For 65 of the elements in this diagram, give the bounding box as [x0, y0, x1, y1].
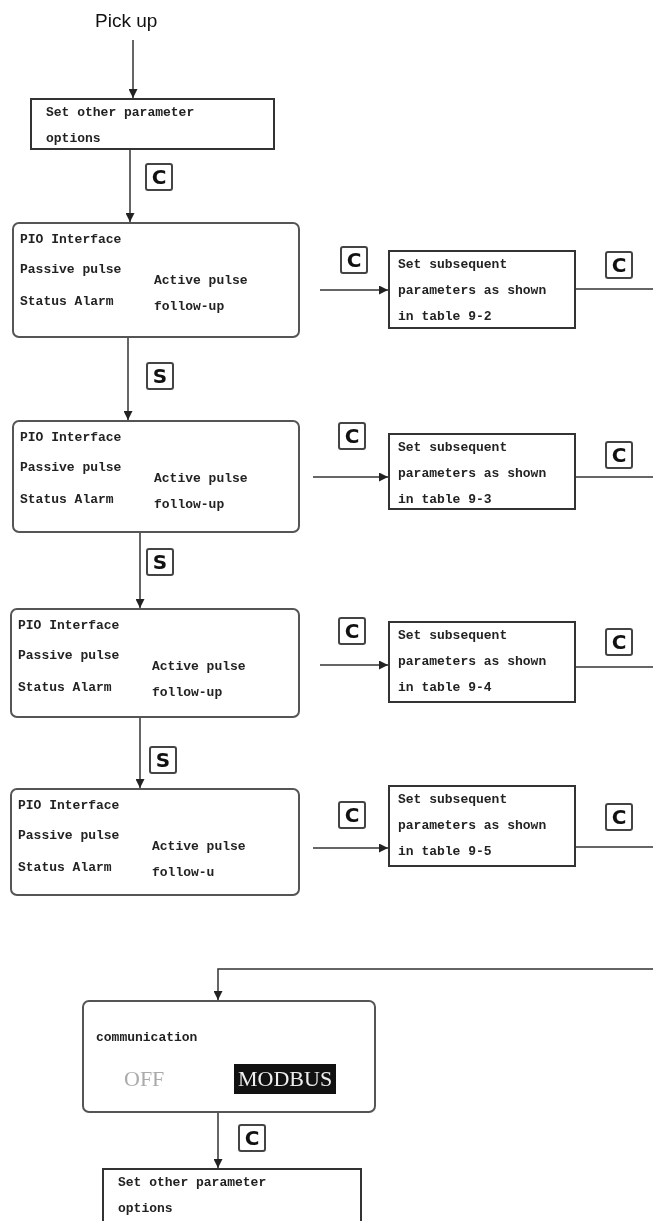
arrow: [135, 532, 145, 609]
menu-option: PIO Interface: [18, 618, 120, 633]
menu-option: Status Alarm: [20, 294, 114, 309]
menu-option: Status Alarm: [18, 680, 112, 695]
menu-option: PIO Interface: [20, 430, 122, 445]
key-label: C: [605, 803, 633, 831]
display-screen-box: [10, 788, 300, 896]
process-box: [30, 98, 275, 150]
box-text: Set subsequent parameters as shown in table 9-3: [398, 439, 548, 509]
key-label: C: [338, 801, 366, 829]
menu-option: Passive pulse: [18, 648, 120, 663]
box-text: Set subsequent parameters as shown in table 9-5: [398, 791, 548, 861]
connector-line: [575, 288, 653, 290]
menu-option: OFF: [124, 1066, 165, 1092]
key-label: C: [340, 246, 368, 274]
menu-option: Passive pulse: [18, 828, 120, 843]
key-label: S: [149, 746, 177, 774]
process-box: [388, 785, 576, 867]
menu-option: Passive pulse: [20, 262, 122, 277]
key-label: C: [338, 422, 366, 450]
key-label: C: [145, 163, 173, 191]
box-text: Set other parameter options: [118, 1174, 268, 1218]
arrow: [213, 1112, 223, 1169]
box-text: Set subsequent parameters as shown in table 9-4: [398, 627, 548, 697]
start-label: Pick up: [95, 10, 158, 32]
connector-line: [575, 476, 653, 478]
menu-option: Active pulse follow-up: [154, 268, 274, 320]
menu-option: Passive pulse: [20, 460, 122, 475]
process-box: [388, 250, 576, 329]
connector-line: [575, 666, 653, 668]
menu-title: communication: [96, 1030, 198, 1045]
key-label: C: [338, 617, 366, 645]
menu-option: Status Alarm: [18, 860, 112, 875]
key-label: C: [605, 251, 633, 279]
menu-option: Status Alarm: [20, 492, 114, 507]
key-label: S: [146, 362, 174, 390]
process-box: [102, 1168, 362, 1221]
arrow: [123, 337, 133, 421]
key-label: C: [238, 1124, 266, 1152]
display-screen-box: [12, 420, 300, 533]
arrow: [135, 717, 145, 789]
display-screen-box: [12, 222, 300, 338]
box-text: Set subsequent parameters as shown in table 9-2: [398, 256, 548, 326]
key-label: S: [146, 548, 174, 576]
arrow: [128, 39, 138, 99]
arrow: [213, 968, 653, 1001]
key-label: C: [605, 441, 633, 469]
display-screen-box: [82, 1000, 376, 1113]
arrow: [319, 285, 389, 295]
arrow: [312, 843, 389, 853]
menu-option: Active pulse follow-u: [152, 834, 272, 886]
process-box: [388, 621, 576, 703]
menu-option: Active pulse follow-up: [154, 466, 274, 518]
arrow: [125, 149, 135, 223]
connector-line: [575, 846, 653, 848]
menu-option: Active pulse follow-up: [152, 654, 272, 706]
arrow: [312, 472, 389, 482]
display-screen-box: [10, 608, 300, 718]
selected-option: MODBUS: [234, 1064, 337, 1094]
process-box: [388, 433, 576, 510]
arrow: [319, 660, 389, 670]
key-label: C: [605, 628, 633, 656]
menu-option: PIO Interface: [18, 798, 120, 813]
box-text: Set other parameter options: [46, 104, 196, 148]
menu-option: PIO Interface: [20, 232, 122, 247]
